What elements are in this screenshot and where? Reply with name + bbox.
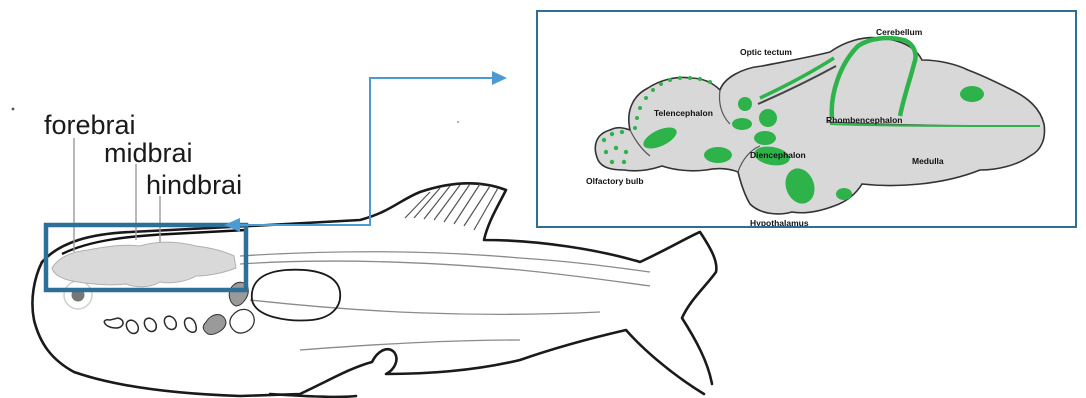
label-olfactory-bulb: Olfactory bulb [586,176,644,186]
label-midbrain: midbrai [104,138,193,168]
label-diencephalon: Diencephalon [750,150,806,160]
brain-inset-panel: Cerebellum Optic tectum Telencephalon Rh… [537,11,1076,228]
speck [12,108,15,111]
label-optic-tectum: Optic tectum [740,47,792,57]
eye [64,281,92,309]
liver [203,315,226,335]
label-medulla: Medulla [912,156,944,166]
label-hindbrain: hindbrai [146,170,242,200]
swim-bladder [252,270,340,321]
gut [230,309,254,333]
dorsal-fin-rays [405,184,498,230]
label-rhombencephalon: Rhombencephalon [826,115,903,125]
label-cerebellum: Cerebellum [876,27,923,37]
gill-arches [104,316,196,333]
speck [457,121,459,123]
fish-brain [52,242,236,287]
body-internal-lines [240,252,650,350]
label-telencephalon: Telencephalon [654,108,713,118]
label-forebrain: forebrai [44,110,136,140]
